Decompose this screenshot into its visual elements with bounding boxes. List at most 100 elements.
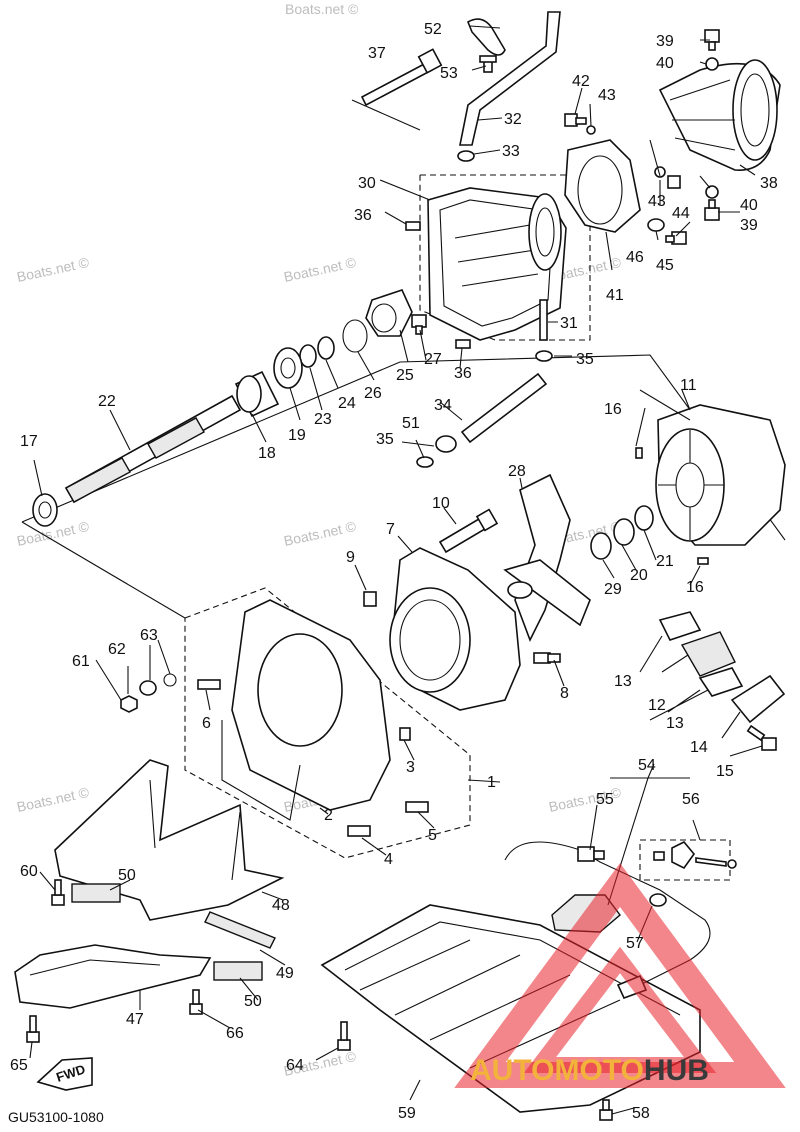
bracket-47: [14, 944, 212, 1009]
callout-19: 19: [288, 427, 306, 444]
hose-34: [460, 372, 548, 444]
bushing-46: [647, 218, 665, 232]
pipe-31: [539, 299, 548, 341]
callout-60: 60: [20, 863, 38, 880]
pin-5: [405, 801, 429, 813]
intake-duct-7: [389, 547, 521, 711]
callout-53: 53: [440, 65, 458, 82]
callout-55: 55: [596, 791, 614, 808]
diagram-code: GU53100-1080: [8, 1109, 104, 1125]
watermark: Boats.net ©: [15, 784, 91, 815]
drive-shaft-22: [64, 394, 242, 504]
collar-51: [435, 435, 457, 453]
bolt-42: [564, 113, 587, 127]
callout-58: 58: [632, 1105, 650, 1122]
callout-36: 36: [454, 365, 472, 382]
callout-18: 18: [258, 445, 276, 462]
callout-49: 49: [276, 965, 294, 982]
callout-43: 43: [598, 87, 616, 104]
nut-44: [667, 175, 681, 189]
callout-63: 63: [140, 627, 158, 644]
callout-13: 13: [614, 673, 632, 690]
bolt-15: [746, 724, 777, 751]
callout-22: 22: [98, 393, 116, 410]
bolt-37: [360, 48, 443, 107]
callout-50: 50: [244, 993, 262, 1010]
pin-36-bottom: [455, 339, 471, 349]
callout-50: 50: [118, 867, 136, 884]
clamp-33: [457, 150, 475, 162]
callout-16: 16: [604, 401, 622, 418]
bolt-8: [533, 652, 561, 664]
gasket-13-top: [658, 611, 702, 641]
pin-6: [197, 679, 221, 690]
callout-39: 39: [740, 217, 758, 234]
washer-62: [139, 680, 157, 696]
callout-37: 37: [368, 45, 386, 62]
callout-16: 16: [686, 579, 704, 596]
cover-14: [730, 674, 786, 724]
bolt-10: [438, 508, 499, 554]
callout-51: 51: [402, 415, 420, 432]
washer-63: [163, 673, 177, 687]
callout-24: 24: [338, 395, 356, 412]
ring-29: [590, 532, 612, 560]
bolt-58: [599, 1099, 613, 1121]
callout-45: 45: [656, 257, 674, 274]
triangle-logo-icon: [454, 863, 786, 1088]
bolt-39-top: [704, 29, 720, 51]
callout-31: 31: [560, 315, 578, 332]
bracket-48: [54, 759, 285, 921]
pin-36-top: [405, 221, 421, 231]
callout-59: 59: [398, 1105, 416, 1122]
seal-24: [317, 336, 335, 360]
callout-20: 20: [630, 567, 648, 584]
callout-21: 21: [656, 553, 674, 570]
logo-text-part1: AUTOMOTO: [470, 1054, 644, 1087]
grate-12: [680, 631, 736, 677]
callout-15: 15: [716, 763, 734, 780]
bolt-60: [51, 879, 65, 906]
washer-43-top: [586, 125, 596, 135]
logo-text: AUTOMOTOHUB: [470, 1054, 709, 1087]
callout-2: 2: [324, 807, 333, 824]
fwd-arrow: FWD: [36, 1057, 93, 1091]
collar-9: [363, 591, 377, 607]
automotohub-logo: AUTOMOTOHUB: [454, 863, 786, 1088]
callout-46: 46: [626, 249, 644, 266]
washer-43: [654, 166, 666, 178]
callout-64: 64: [286, 1057, 304, 1074]
callout-13: 13: [666, 715, 684, 732]
callout-26: 26: [364, 385, 382, 402]
watermark: Boats.net ©: [282, 254, 358, 285]
pin-3: [399, 727, 411, 741]
callout-41: 41: [606, 287, 624, 304]
pin-16-bottom: [697, 557, 709, 565]
callout-9: 9: [346, 549, 355, 566]
bolt-39-bottom: [704, 199, 720, 221]
logo-text-part2: HUB: [644, 1054, 709, 1087]
callout-34: 34: [434, 397, 452, 414]
bolt-66: [189, 989, 203, 1015]
callout-42: 42: [572, 73, 590, 90]
bolt-45: [665, 231, 687, 245]
callout-23: 23: [314, 411, 332, 428]
bearing-19: [273, 347, 303, 389]
bolt-27: [411, 314, 427, 335]
callout-35: 35: [376, 431, 394, 448]
callout-40: 40: [740, 197, 758, 214]
sensor-55: [577, 846, 605, 862]
callout-11: 11: [680, 377, 697, 394]
callout-10: 10: [432, 495, 450, 512]
grommet-57: [649, 893, 667, 907]
callout-54: 54: [638, 757, 656, 774]
pad-50-left: [71, 883, 121, 903]
bolt-65: [26, 1015, 40, 1043]
nozzle-38: [658, 59, 781, 171]
clamp-35-top: [535, 350, 553, 362]
clamp-52: [466, 18, 506, 56]
callout-66: 66: [226, 1025, 244, 1042]
collar-40-top: [705, 57, 719, 71]
leader-lines: [29, 25, 763, 1115]
